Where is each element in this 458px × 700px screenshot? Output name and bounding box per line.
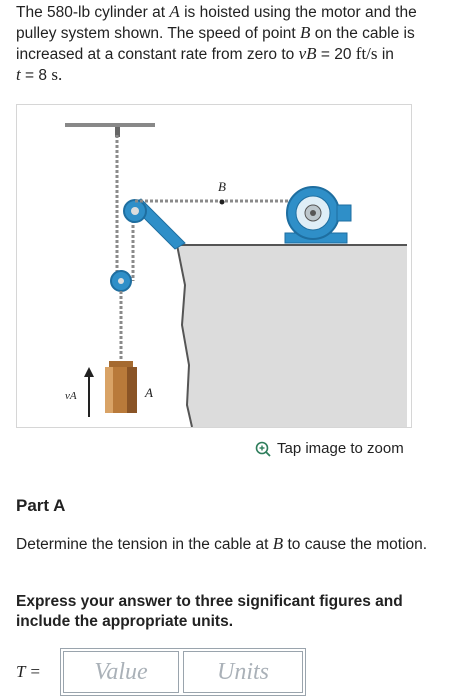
time-value: 8 <box>38 67 48 84</box>
equals: = <box>25 67 35 84</box>
point-B <box>219 199 225 205</box>
instructions: Express your answer to three significant… <box>16 593 403 630</box>
zoom-label: Tap image to zoom <box>277 440 404 457</box>
question: Determine the tension in the cable at B … <box>16 534 436 555</box>
problem-text: on the cable is increased at a constant … <box>16 25 415 63</box>
ledge <box>177 245 407 427</box>
symbol-vB: vB <box>298 44 317 63</box>
tap-to-zoom[interactable]: Tap image to zoom <box>255 440 404 457</box>
symbol-t: t <box>16 65 21 84</box>
question-text: Determine the tension in the cable at <box>16 536 269 553</box>
zoom-in-icon <box>255 441 271 457</box>
speed-value: 20 <box>334 46 352 63</box>
symbol-B: B <box>272 534 284 553</box>
problem-statement: The 580-lb cylinder at A is hoisted usin… <box>16 2 446 86</box>
units-input[interactable] <box>184 651 302 693</box>
answer-row: T = <box>16 648 306 696</box>
ceiling <box>65 123 155 127</box>
label-vA: vA <box>65 390 77 402</box>
answer-fields <box>60 648 306 696</box>
question-text: to cause the motion. <box>287 536 428 553</box>
part-title: Part A <box>16 496 66 515</box>
answer-variable: T = <box>16 662 41 681</box>
figure[interactable]: vA A B <box>16 104 412 428</box>
problem-text: The 580-lb cylinder at <box>16 4 166 21</box>
value-box <box>63 651 179 693</box>
pulley-diagram: vA A B <box>65 123 407 427</box>
problem-text: in <box>381 46 394 63</box>
time-unit: s. <box>51 65 63 84</box>
units-box <box>183 651 303 693</box>
label-A: A <box>144 385 153 400</box>
equals: = <box>320 46 330 63</box>
speed-unit: ft/s <box>355 44 378 63</box>
problem-text: is hoisted using the motor and the pulle… <box>16 4 417 42</box>
symbol-B: B <box>300 23 311 42</box>
value-input[interactable] <box>64 651 178 693</box>
symbol-A: A <box>169 2 180 21</box>
label-B: B <box>218 179 226 194</box>
